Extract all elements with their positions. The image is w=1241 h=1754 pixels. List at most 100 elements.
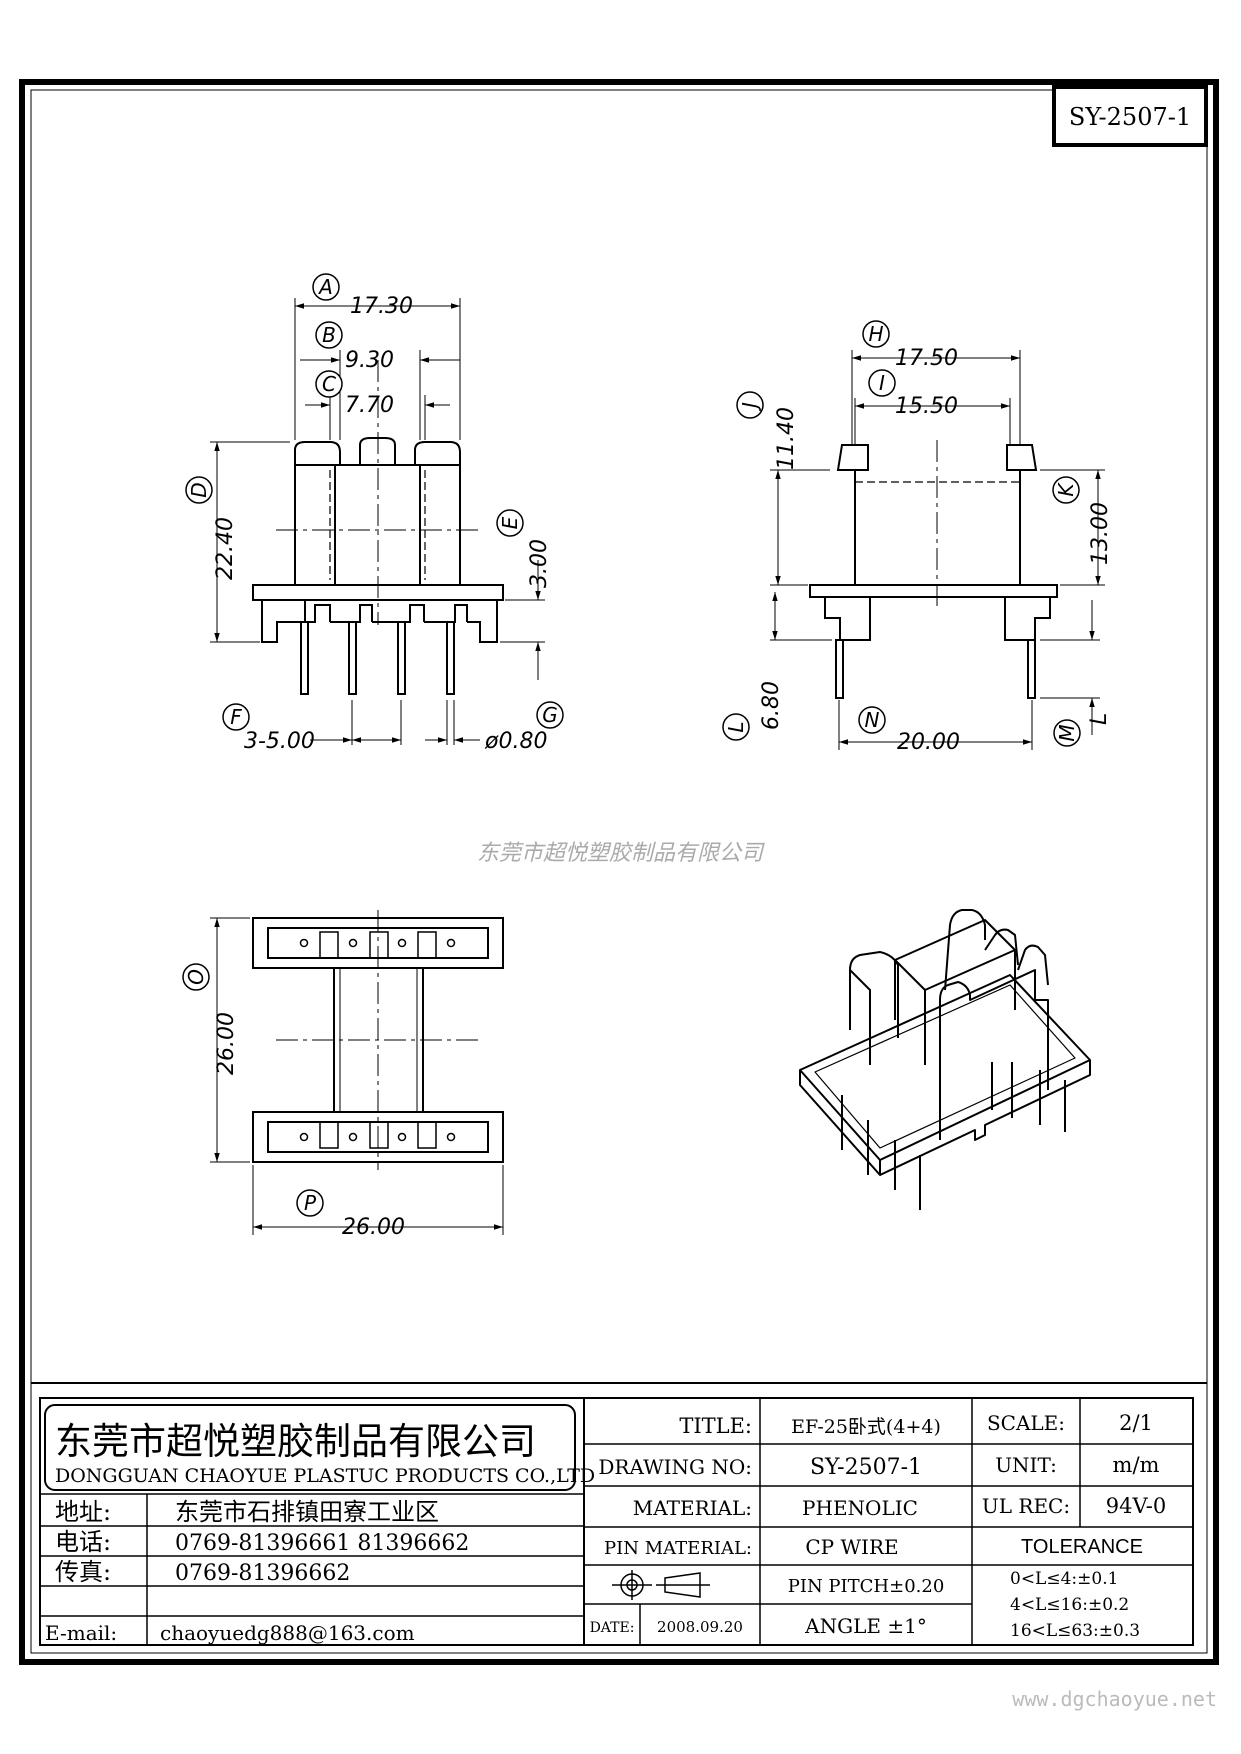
address-label: 地址:	[55, 1498, 111, 1526]
pin-material-value: CP WIRE	[805, 1535, 898, 1559]
front-left-cap	[294, 441, 341, 465]
address-value: 东莞市石排镇田寮工业区	[175, 1498, 439, 1526]
title-block	[31, 1382, 1207, 1646]
ul-label: UL REC:	[982, 1494, 1070, 1518]
front-pin-4	[446, 621, 455, 695]
dim-k-value: 13.00	[1088, 502, 1113, 565]
front-view-hidden	[329, 470, 426, 580]
front-pin-1	[300, 621, 309, 695]
tolerance-3: 16<L≤63:±0.3	[1010, 1621, 1140, 1641]
ul-value: 94V-0	[1106, 1494, 1166, 1518]
unit-label: UNIT:	[995, 1453, 1057, 1477]
title-block-text: TITLE: EF-25卧式(4+4) DRAWING NO: SY-2507-…	[590, 1411, 1167, 1641]
watermark-footer: www.dgchaoyue.net	[1012, 1687, 1217, 1711]
material-label: MATERIAL:	[633, 1496, 752, 1520]
drawing-code: SY-2507-1	[1069, 103, 1191, 131]
title-label: TITLE:	[679, 1414, 752, 1438]
side-left-foot	[824, 597, 871, 641]
tolerance-1: 0<L≤4:±0.1	[1010, 1569, 1118, 1589]
front-pin-3	[397, 621, 406, 695]
projection-symbol-icon	[612, 1570, 710, 1600]
pin-pitch: PIN PITCH±0.20	[788, 1576, 945, 1597]
marker-i: I	[879, 371, 885, 395]
company-name-cn: 东莞市超悦塑胶制品有限公司	[55, 1420, 536, 1463]
drawing-no-label: DRAWING NO:	[598, 1455, 752, 1479]
marker-c: C	[322, 372, 336, 396]
marker-l: L	[724, 721, 748, 732]
marker-d: D	[187, 482, 211, 497]
outer-border	[19, 79, 1219, 1665]
isometric-view	[799, 909, 1091, 1210]
side-left-cap	[836, 444, 869, 471]
drawing-code-box	[1052, 85, 1208, 147]
top-view-centerlines	[276, 910, 480, 1170]
side-right-foot	[1004, 597, 1051, 641]
fax-label: 传真:	[55, 1558, 111, 1586]
dim-n-value: 20.00	[897, 730, 960, 755]
iso-base-front	[799, 1070, 881, 1176]
dim-b-value: 9.30	[345, 348, 394, 373]
dimension-letters: A B C D E F G H I J K L M N O P	[184, 275, 1079, 1215]
dim-c-value: 7.70	[345, 393, 394, 418]
marker-k: K	[1054, 482, 1078, 497]
dimension-markers	[182, 273, 1081, 1217]
side-right-pin	[1027, 639, 1036, 699]
iso-base-top	[799, 974, 1091, 1161]
tolerance-label: TOLERANCE	[1021, 1536, 1143, 1558]
front-pin-2	[348, 621, 357, 695]
dim-h-value: 17.50	[895, 346, 958, 371]
date-label: DATE:	[590, 1620, 635, 1636]
email-value: chaoyuedg888@163.com	[160, 1621, 415, 1645]
company-name-en: DONGGUAN CHAOYUE PLASTUC PRODUCTS CO.,LT…	[55, 1465, 595, 1487]
pin-material-label: PIN MATERIAL:	[604, 1538, 752, 1559]
inner-border	[30, 89, 1208, 1654]
front-dimensions	[210, 298, 545, 745]
marker-h: H	[868, 322, 883, 346]
drawing-no-value: SY-2507-1	[810, 1455, 922, 1480]
email-label: E-mail:	[45, 1621, 117, 1645]
dim-p-value: 26.00	[342, 1215, 405, 1240]
title-value: EF-25卧式(4+4)	[791, 1416, 941, 1438]
side-view-hidden	[855, 481, 1020, 598]
dim-d-value: 22.40	[213, 517, 238, 580]
front-base	[261, 600, 498, 643]
phone-label: 电话:	[55, 1528, 111, 1556]
dim-g-value: ø0.80	[484, 729, 547, 754]
side-dimensions	[770, 350, 1105, 750]
iso-body	[894, 919, 1016, 1020]
scale-value: 2/1	[1119, 1411, 1153, 1435]
marker-p: P	[304, 1191, 317, 1215]
dim-a-value: 17.30	[350, 294, 413, 319]
dim-m-value: L	[1087, 713, 1112, 725]
marker-f: F	[230, 705, 242, 729]
unit-value: m/m	[1113, 1453, 1160, 1477]
marker-a: A	[317, 275, 333, 299]
dim-o-value: 26.00	[214, 1012, 239, 1075]
contact-info: 地址: 东莞市石排镇田寮工业区 电话: 0769-81396661 813966…	[45, 1498, 469, 1645]
iso-left-wall	[849, 951, 899, 1038]
material-value: PHENOLIC	[802, 1496, 918, 1520]
marker-g: G	[542, 703, 558, 727]
front-view-centerlines	[276, 360, 480, 625]
angle: ANGLE ±1°	[804, 1614, 927, 1638]
front-right-cap	[414, 441, 461, 465]
phone-value: 0769-81396661 81396662	[175, 1531, 469, 1556]
marker-b: B	[322, 323, 336, 347]
dim-l-value: 6.80	[759, 681, 784, 730]
scale-label: SCALE:	[987, 1411, 1065, 1435]
side-view	[809, 444, 1058, 699]
dimension-values: 17.30 9.30 7.70 22.40 3.00 3-5.00 ø0.80 …	[213, 294, 1113, 1240]
marker-m: M	[1055, 724, 1079, 741]
top-dimensions	[210, 917, 504, 1235]
top-view-pin-holes	[299, 938, 456, 1142]
dim-i-value: 15.50	[895, 394, 958, 419]
tolerance-2: 4<L≤16:±0.2	[1010, 1595, 1129, 1615]
dim-f-value: 3-5.00	[244, 729, 315, 754]
fax-value: 0769-81396662	[175, 1561, 350, 1586]
marker-o: O	[184, 969, 208, 985]
side-left-pin	[835, 639, 844, 699]
watermark-center: 东莞市超悦塑胶制品有限公司	[477, 841, 765, 866]
side-right-cap	[1006, 444, 1038, 471]
side-flange	[809, 584, 1058, 598]
marker-e: E	[498, 516, 522, 529]
